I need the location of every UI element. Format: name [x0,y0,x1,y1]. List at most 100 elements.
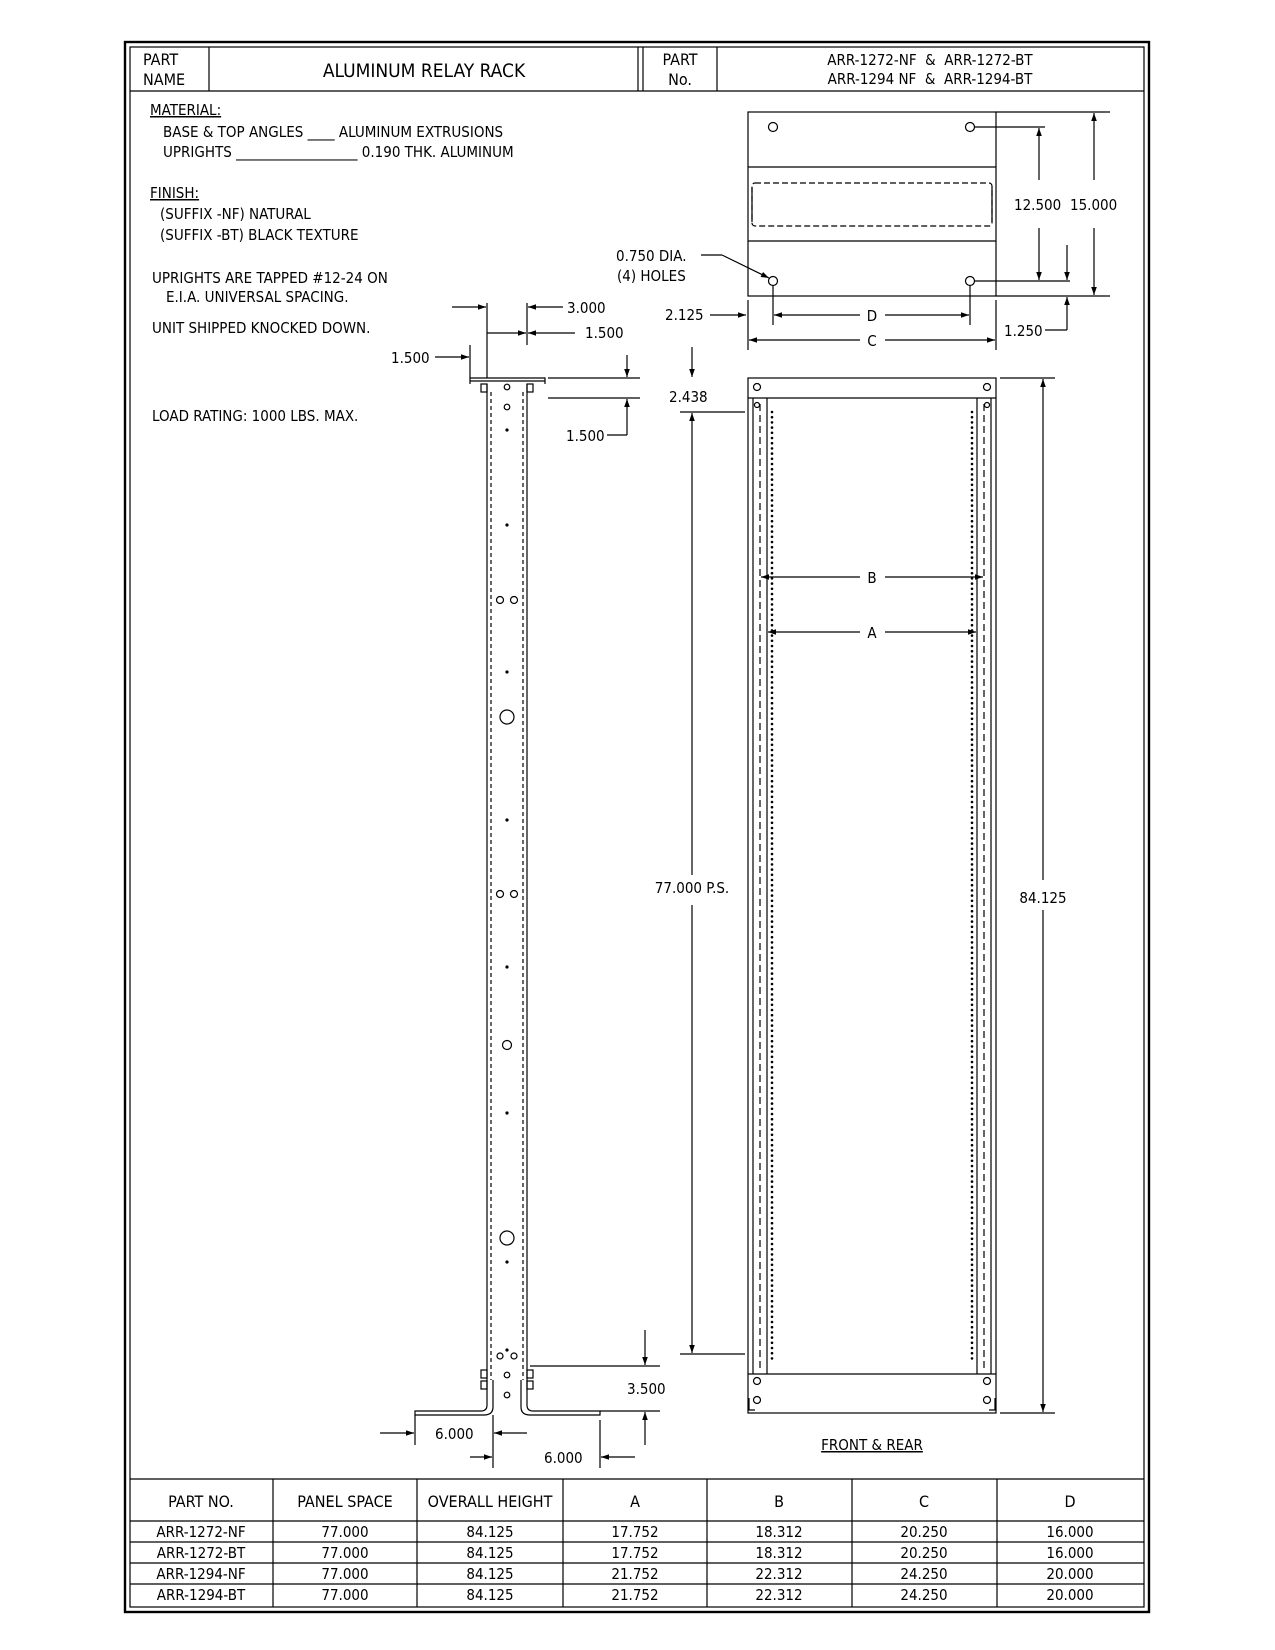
tapped-hole-dot [770,665,774,669]
tapped-hole-dot [770,816,774,819]
tapped-hole-dot [970,665,974,669]
tapped-hole-dot [970,535,974,539]
tapped-hole-dot [970,857,974,861]
tapped-hole-dot [970,920,974,923]
dim-c: C [867,332,876,350]
tapped-hole-dot [970,473,974,476]
tapped-hole-dot [770,504,774,507]
table-cell: ARR-1272-BT [157,1544,246,1562]
tapped-hole-dot [770,1175,774,1178]
tapped-hole-dot [770,441,774,445]
table-cell: 77.000 [321,1565,368,1583]
tapped-hole-dot [970,1107,974,1111]
tapped-hole-dot [970,930,974,934]
tapped-hole-dot [970,613,974,617]
tapped-hole-dot [770,826,774,830]
tapped-hole-dot [970,1180,974,1183]
table-header-panel-space: PANEL SPACE [297,1492,392,1511]
tapped-hole-dot [970,821,974,825]
tapped-hole-dot [770,878,774,882]
tapped-hole-dot [970,1221,974,1225]
tapped-hole-dot [970,1185,974,1189]
tapped-hole-dot [770,837,774,840]
tapped-hole-dot [970,998,974,1001]
tapped-hole-dot [970,1123,974,1126]
tapped-hole-dot [970,1305,974,1308]
tapped-hole-dot [770,1232,774,1235]
tapped-hole-dot [970,831,974,835]
tapped-hole-dot [970,779,974,783]
tapped-hole-dot [970,441,974,445]
tapped-hole-dot [970,816,974,819]
tapped-hole-dot [970,686,974,689]
tapped-hole-dot [970,504,974,507]
table-header-c: C [919,1492,929,1511]
tapped-hole-dot [970,1294,974,1298]
tapped-hole-dot [970,759,974,762]
tapped-hole-dot [770,920,774,923]
tapped-hole-dot [770,795,774,799]
tapped-hole-dot [770,1253,774,1256]
tapped-hole-dot [770,821,774,825]
tapped-hole-dot [970,826,974,830]
tapped-hole-dot [970,790,974,793]
tapped-hole-dot [770,712,774,715]
table-header-overall-height: OVERALL HEIGHT [428,1492,553,1511]
tapped-hole-dot [770,993,774,996]
tapped-hole-dot [970,675,974,679]
load-rating: LOAD RATING: 1000 LBS. MAX. [152,407,358,425]
table-cell: 20.250 [900,1544,947,1562]
material-line-2: UPRIGHTS __________________ 0.190 THK. A… [163,143,514,162]
tapped-hole-dot [770,915,774,918]
tapped-hole-dot [770,603,774,606]
tapped-hole-dot [970,660,974,663]
tapped-hole-dot [770,1154,774,1157]
tapped-hole-dot [970,733,974,736]
tapped-hole-dot [970,493,974,497]
part-name-label-2: NAME [143,70,185,89]
tapped-hole-dot [770,998,774,1001]
sheet-border [123,40,1151,1614]
tapped-hole-dot [970,748,974,752]
tapped-hole-dot [770,525,774,528]
tapped-hole-dot [970,426,974,429]
tapped-hole-dot [770,634,774,637]
tapped-hole-dot [770,883,774,887]
tapped-hole-dot [970,707,974,710]
table-cell: 20.250 [900,1523,947,1541]
tapped-hole-dot [770,946,774,949]
tapped-hole-dot [970,1149,974,1152]
tapped-hole-dot [970,883,974,887]
tapped-hole-dot [970,837,974,840]
table-cell: 21.752 [611,1565,658,1583]
tapped-hole-dot [770,1133,774,1137]
tapped-hole-dot [970,1045,974,1048]
table-cell: 20.000 [1046,1565,1093,1583]
table-cell: ARR-1272-NF [156,1523,245,1541]
tapped-hole-dot [770,623,774,627]
tapped-hole-dot [770,1331,774,1334]
tapped-hole-dot [770,951,774,955]
tapped-hole-dot [770,779,774,783]
tapped-hole-dot [970,738,974,741]
front-view [747,377,997,1414]
tapped-hole-dot [770,1086,774,1090]
tapped-hole-dot [970,410,974,414]
tapped-hole-dot [770,426,774,429]
table-cell: 18.312 [755,1523,802,1541]
tapped-hole-dot [770,790,774,793]
tapped-hole-dot [970,993,974,996]
table-cell: 24.250 [900,1586,947,1604]
tapped-hole-dot [970,681,974,684]
tapped-hole-dot [970,1102,974,1105]
tapped-hole-dot [970,717,974,721]
tapped-hole-dot [770,530,774,533]
tapped-hole-dot [770,1019,774,1022]
tapped-hole-dot [770,1299,774,1303]
tapped-hole-dot [770,545,774,549]
tapped-hole-dot [770,686,774,689]
tapped-hole-dot [970,639,974,643]
dim-2438: 2.438 [669,388,708,406]
tapped-hole-dot [770,1008,774,1012]
tapped-hole-dot [770,540,774,544]
